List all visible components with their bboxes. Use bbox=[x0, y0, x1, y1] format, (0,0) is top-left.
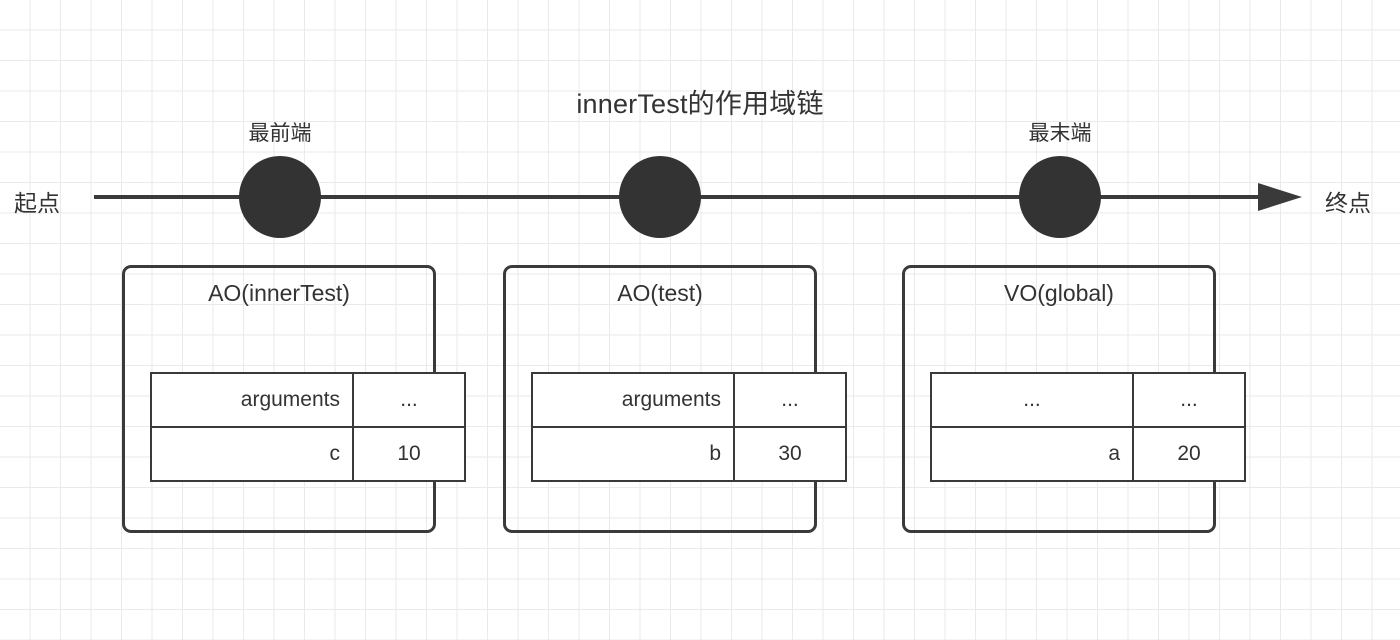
chain-node-3-label: 最末端 bbox=[1028, 122, 1092, 145]
variable-value-cell: ... bbox=[352, 372, 466, 428]
axis-start-label: 起点 bbox=[14, 190, 60, 216]
variable-name-cell: arguments bbox=[150, 372, 354, 428]
axis-end-label: 终点 bbox=[1325, 190, 1371, 216]
variable-table: arguments ... c 10 bbox=[150, 372, 466, 482]
variable-name-cell: a bbox=[930, 426, 1134, 482]
scope-box-ao-innertest: AO(innerTest) arguments ... c 10 bbox=[122, 265, 466, 533]
variable-name-cell: ... bbox=[930, 372, 1134, 428]
variable-table: arguments ... b 30 bbox=[531, 372, 847, 482]
table-row: arguments ... bbox=[150, 372, 466, 428]
table-row: ... ... bbox=[930, 372, 1246, 428]
variable-table: ... ... a 20 bbox=[930, 372, 1246, 482]
variable-value-cell: ... bbox=[1132, 372, 1246, 428]
scope-box-title: AO(test) bbox=[617, 280, 703, 306]
variable-value-cell: ... bbox=[733, 372, 847, 428]
table-row: arguments ... bbox=[531, 372, 847, 428]
table-row: b 30 bbox=[531, 426, 847, 482]
scope-box-vo-global: VO(global) ... ... a 20 bbox=[902, 265, 1246, 533]
variable-value-cell: 10 bbox=[352, 426, 466, 482]
variable-name-cell: c bbox=[150, 426, 354, 482]
table-row: c 10 bbox=[150, 426, 466, 482]
chain-node-3 bbox=[1019, 156, 1101, 238]
arrow-right-icon bbox=[1258, 183, 1302, 211]
scope-box-title: AO(innerTest) bbox=[208, 280, 350, 306]
variable-value-cell: 30 bbox=[733, 426, 847, 482]
variable-name-cell: arguments bbox=[531, 372, 735, 428]
variable-value-cell: 20 bbox=[1132, 426, 1246, 482]
page-title: innerTest的作用域链 bbox=[576, 89, 824, 119]
table-row: a 20 bbox=[930, 426, 1246, 482]
chain-node-1-label: 最前端 bbox=[248, 122, 312, 145]
chain-node-1 bbox=[239, 156, 321, 238]
variable-name-cell: b bbox=[531, 426, 735, 482]
chain-node-2 bbox=[619, 156, 701, 238]
scope-box-ao-test: AO(test) arguments ... b 30 bbox=[503, 265, 847, 533]
scope-box-title: VO(global) bbox=[1004, 280, 1114, 306]
